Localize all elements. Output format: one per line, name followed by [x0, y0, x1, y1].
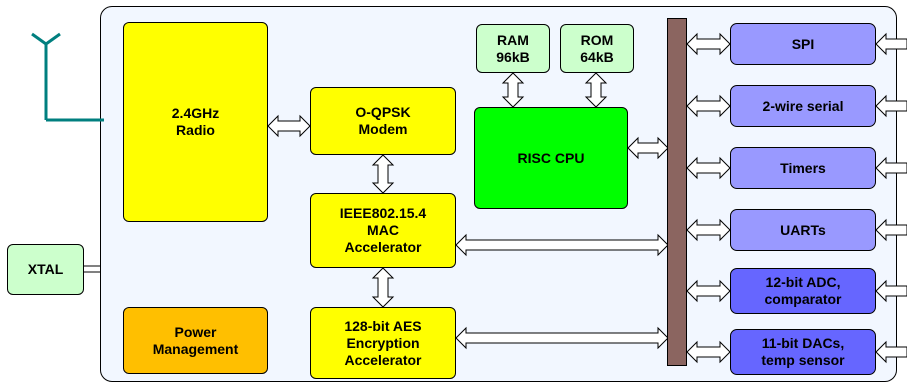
- modem-block: O-QPSK Modem: [310, 87, 456, 155]
- peripheral-label: 2-wire serial: [762, 97, 844, 114]
- peripheral-2wire-serial: 2-wire serial: [730, 85, 876, 127]
- ram-cpu-arrow: [501, 72, 525, 108]
- peripheral-adc: 12-bit ADC, comparator: [730, 268, 876, 314]
- external-io-arrows: [875, 32, 907, 364]
- power-management-block: Power Management: [123, 307, 268, 374]
- xtal-connection: [84, 265, 101, 273]
- modem-label: O-QPSK Modem: [355, 104, 411, 137]
- aes-bus-arrow: [455, 326, 669, 350]
- peripheral-timers: Timers: [730, 147, 876, 189]
- rom-block: ROM 64kB: [560, 24, 634, 73]
- peripheral-uarts: UARTs: [730, 209, 876, 251]
- cpu-block: RISC CPU: [474, 107, 628, 209]
- rom-cpu-arrow: [584, 72, 608, 108]
- peripheral-dac: 11-bit DACs, temp sensor: [730, 329, 876, 375]
- mac-bus-arrow: [455, 233, 669, 257]
- peripheral-label: 12-bit ADC, comparator: [764, 274, 842, 307]
- radio-modem-arrow: [267, 114, 311, 138]
- xtal-label: XTAL: [27, 261, 64, 277]
- mac-aes-arrow: [371, 267, 395, 308]
- bus-peripheral-arrows: [686, 32, 731, 364]
- rom-label: ROM 64kB: [580, 31, 614, 65]
- aes-accelerator-block: 128-bit AES Encryption Accelerator: [310, 307, 456, 379]
- peripheral-label: SPI: [791, 35, 815, 52]
- radio-block: 2.4GHz Radio: [123, 22, 268, 222]
- mac-label: IEEE802.15.4 MAC Accelerator: [339, 205, 427, 255]
- cpu-bus-arrow: [627, 136, 669, 160]
- modem-mac-arrow: [371, 154, 395, 194]
- peripheral-label: 11-bit DACs, temp sensor: [761, 335, 845, 368]
- system-bus: [667, 18, 687, 366]
- aes-label: 128-bit AES Encryption Accelerator: [344, 317, 422, 368]
- peripheral-label: Timers: [780, 159, 826, 176]
- radio-label: 2.4GHz Radio: [171, 105, 220, 138]
- antenna-icon: [31, 32, 104, 122]
- power-label: Power Management: [152, 323, 239, 357]
- xtal-block: XTAL: [7, 244, 84, 295]
- peripheral-spi: SPI: [730, 23, 876, 65]
- cpu-label: RISC CPU: [517, 149, 585, 166]
- ram-label: RAM 96kB: [496, 31, 530, 65]
- ram-block: RAM 96kB: [476, 24, 550, 73]
- mac-accelerator-block: IEEE802.15.4 MAC Accelerator: [310, 193, 456, 268]
- peripheral-label: UARTs: [780, 221, 826, 238]
